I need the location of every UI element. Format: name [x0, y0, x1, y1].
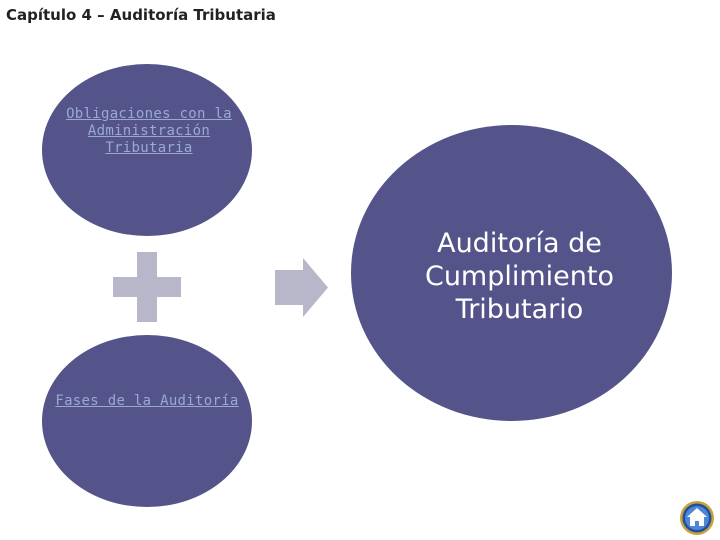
slide-title: Capítulo 4 – Auditoría Tributaria	[6, 6, 276, 24]
obligations-circle: Obligaciones con la Administración Tribu…	[42, 64, 252, 236]
plus-icon	[113, 252, 181, 322]
audit-phases-circle: Fases de la Auditoría	[42, 335, 252, 507]
compliance-audit-circle: Auditoría de Cumplimiento Tributario	[351, 125, 672, 421]
home-icon[interactable]	[679, 500, 715, 536]
audit-phases-link[interactable]: Fases de la Auditoría	[55, 392, 239, 409]
obligations-link[interactable]: Obligaciones con la Administración Tribu…	[66, 105, 232, 156]
arrow-right-icon	[275, 258, 328, 317]
compliance-audit-label: Auditoría de Cumplimiento Tributario	[424, 227, 615, 325]
